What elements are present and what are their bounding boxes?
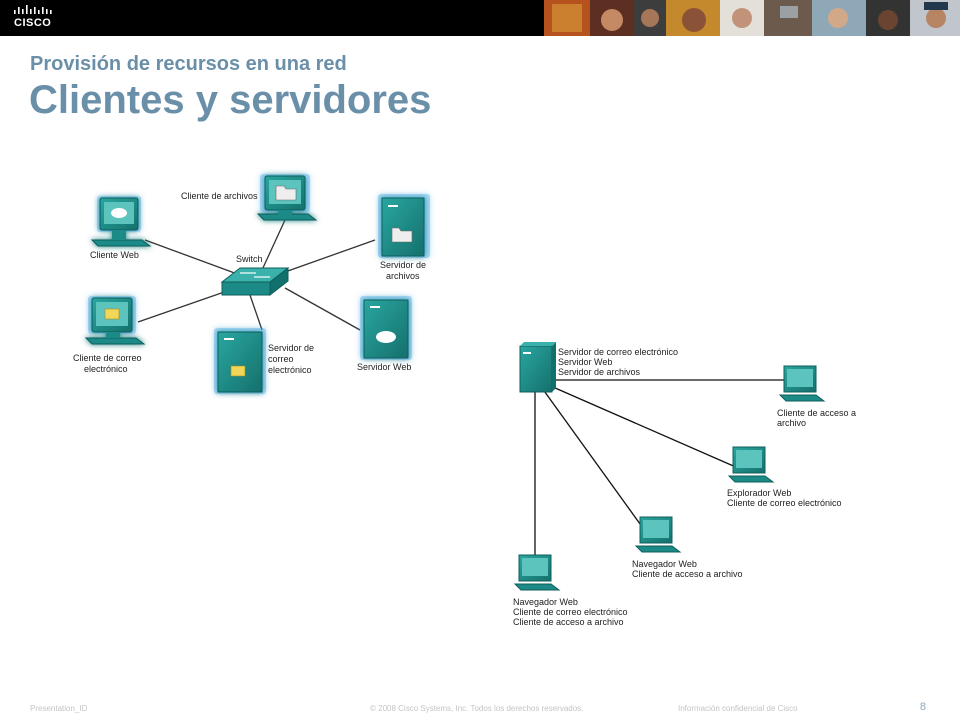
server-files-label: Servidor de archivos (380, 260, 429, 281)
slide-title: Clientes y servidores (29, 78, 432, 122)
right-client-3-pc-icon (634, 516, 682, 553)
client-files-pc-icon (256, 174, 318, 221)
footer-copyright: © 2008 Cisco Systems, Inc. Todos los der… (370, 704, 584, 713)
brand-name: CISCO (14, 17, 52, 29)
right-client-4-pc-icon (513, 554, 561, 591)
right-client-1-pc-icon (778, 365, 826, 402)
client-web-label: Cliente Web (90, 250, 139, 260)
page-number: 8 (919, 701, 926, 713)
right-links (534, 379, 785, 566)
left-links (137, 219, 376, 331)
right-server-label: Servidor de correo electrónico Servidor … (558, 347, 681, 377)
server-files-icon (378, 194, 430, 258)
server-web-label: Servidor Web (357, 362, 411, 372)
right-server-icon (519, 342, 556, 393)
right-client-4-label: Navegador Web Cliente de correo electrón… (513, 597, 630, 627)
client-files-label: Cliente de archivos (181, 191, 258, 201)
client-mail-pc-icon (84, 296, 146, 345)
switch-icon (220, 266, 290, 297)
right-client-2-label: Explorador Web Cliente de correo electró… (727, 488, 842, 508)
right-client-3-label: Navegador Web Cliente de acceso a archiv… (632, 559, 743, 579)
footer-presentation-id: Presentation_ID (30, 704, 88, 713)
footer-confidential: Información confidencial de Cisco (678, 704, 798, 713)
right-client-1-label: Cliente de acceso a archivo (777, 408, 859, 428)
server-mail-icon (214, 328, 266, 394)
cisco-logo (14, 5, 52, 14)
header-photo-strip (544, 0, 960, 36)
client-web-pc-icon (90, 196, 152, 247)
server-web-icon (360, 296, 412, 360)
client-mail-label: Cliente de correo electrónico (73, 353, 144, 374)
switch-label: Switch (236, 254, 263, 264)
slide-subtitle: Provisión de recursos en una red (30, 53, 347, 75)
right-client-2-pc-icon (727, 446, 775, 483)
header-bar: CISCO (0, 0, 960, 36)
server-mail-label: Servidor de correo electrónico (268, 343, 317, 375)
